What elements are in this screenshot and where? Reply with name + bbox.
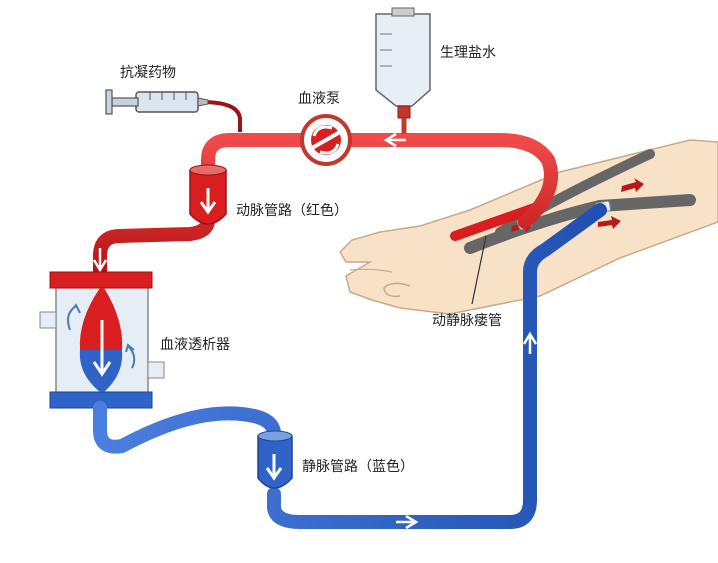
blood-pump bbox=[300, 114, 352, 166]
venous-chamber-arrow bbox=[265, 454, 283, 481]
saline-bag-cap bbox=[391, 7, 415, 17]
arm-arrow-2 bbox=[621, 178, 644, 192]
syringe-handle bbox=[105, 89, 113, 115]
syringe bbox=[105, 89, 242, 132]
dialysate-flow-in-arrow bbox=[67, 303, 81, 331]
arterial-left-arrow bbox=[383, 132, 406, 148]
arterial-chamber-arrow bbox=[199, 188, 217, 215]
thumb bbox=[383, 282, 411, 298]
dialyzer bbox=[39, 271, 165, 409]
av-fistula-label: 动静脉瘘管 bbox=[432, 313, 502, 329]
artery-segment bbox=[450, 201, 545, 241]
saline-bag bbox=[375, 7, 431, 134]
saline-label: 生理盐水 bbox=[440, 45, 496, 61]
arterial-chamber-top bbox=[189, 164, 227, 176]
dialyzer-blood-red bbox=[79, 288, 123, 350]
venous-up-arrow bbox=[522, 331, 538, 354]
venous-right-arrow bbox=[396, 514, 419, 530]
dialysate-inlet bbox=[39, 311, 57, 329]
blood-pump-label: 血液泵 bbox=[298, 91, 340, 107]
arterial-line bbox=[92, 132, 559, 279]
arm-arrow-3 bbox=[598, 216, 621, 229]
dialysate-flow-out-arrow bbox=[125, 343, 136, 369]
venous-line bbox=[93, 203, 607, 530]
vein-lower bbox=[495, 149, 655, 237]
fistula-pointer-line bbox=[471, 235, 487, 305]
venous-tube bbox=[93, 203, 607, 529]
saline-bag-body bbox=[375, 13, 431, 107]
syringe-barrel bbox=[135, 91, 199, 113]
dialyzer-label: 血液透析器 bbox=[160, 337, 230, 353]
syringe-tip bbox=[197, 97, 209, 107]
pump-blade bbox=[311, 130, 341, 150]
dialyzer-top-cap bbox=[49, 271, 153, 289]
venous-line-label: 静脉管路（蓝色） bbox=[302, 459, 414, 475]
arterial-down-arrow bbox=[92, 248, 108, 273]
dialysate-outlet bbox=[147, 361, 165, 379]
saline-port bbox=[397, 105, 411, 119]
anticoagulant-label: 抗凝药物 bbox=[120, 65, 176, 81]
syringe-line bbox=[201, 100, 242, 132]
arterial-line-label: 动脉管路（红色） bbox=[236, 203, 348, 219]
dialyzer-arrow bbox=[92, 320, 112, 377]
finger-line bbox=[349, 268, 393, 273]
pump-rotation-arrows bbox=[312, 125, 340, 155]
venous-chamber-top bbox=[257, 430, 293, 442]
syringe-plunger bbox=[111, 97, 139, 107]
